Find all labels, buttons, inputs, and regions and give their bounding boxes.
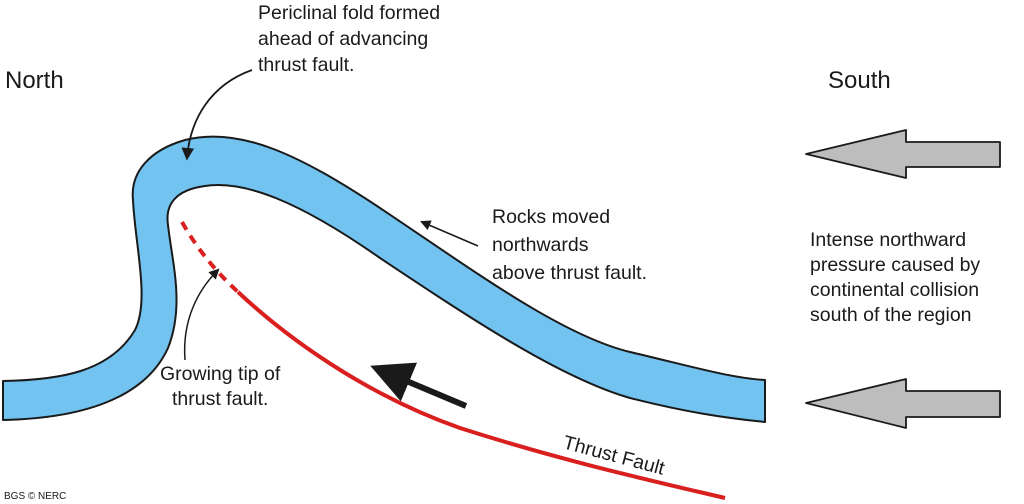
tip-note-line-1: Growing tip of bbox=[160, 363, 281, 385]
fold-pointer-arrow bbox=[181, 69, 253, 161]
pressure-note-line-1: Intense northward bbox=[810, 229, 966, 251]
rocks-note-line-1: Rocks moved bbox=[492, 206, 610, 228]
rocks-pointer-arrow bbox=[420, 220, 479, 247]
motion-arrow-icon bbox=[370, 362, 468, 409]
fold-note-line-1: Periclinal fold formed bbox=[258, 2, 440, 24]
pressure-arrow-top-icon bbox=[805, 129, 1001, 179]
rocks-note-line-3: above thrust fault. bbox=[492, 262, 647, 284]
thrust-fault-tip-dashed bbox=[180, 221, 240, 294]
pressure-note-line-4: south of the region bbox=[810, 304, 972, 326]
north-label: North bbox=[5, 67, 64, 94]
south-label: South bbox=[828, 67, 891, 94]
folded-rock-layer bbox=[2, 135, 766, 423]
thrust-fault-line bbox=[236, 290, 726, 500]
pressure-arrow-bottom-icon bbox=[805, 378, 1001, 429]
pressure-note-line-3: continental collision bbox=[810, 279, 979, 301]
tip-note-line-2: thrust fault. bbox=[172, 388, 268, 410]
fold-note-line-3: thrust fault. bbox=[258, 54, 354, 76]
fold-note-line-2: ahead of advancing bbox=[258, 28, 428, 50]
pressure-note-line-2: pressure caused by bbox=[810, 254, 980, 276]
credit-label: BGS © NERC bbox=[4, 491, 66, 502]
rocks-note-line-2: northwards bbox=[492, 234, 589, 256]
tip-pointer-arrow bbox=[183, 268, 220, 361]
